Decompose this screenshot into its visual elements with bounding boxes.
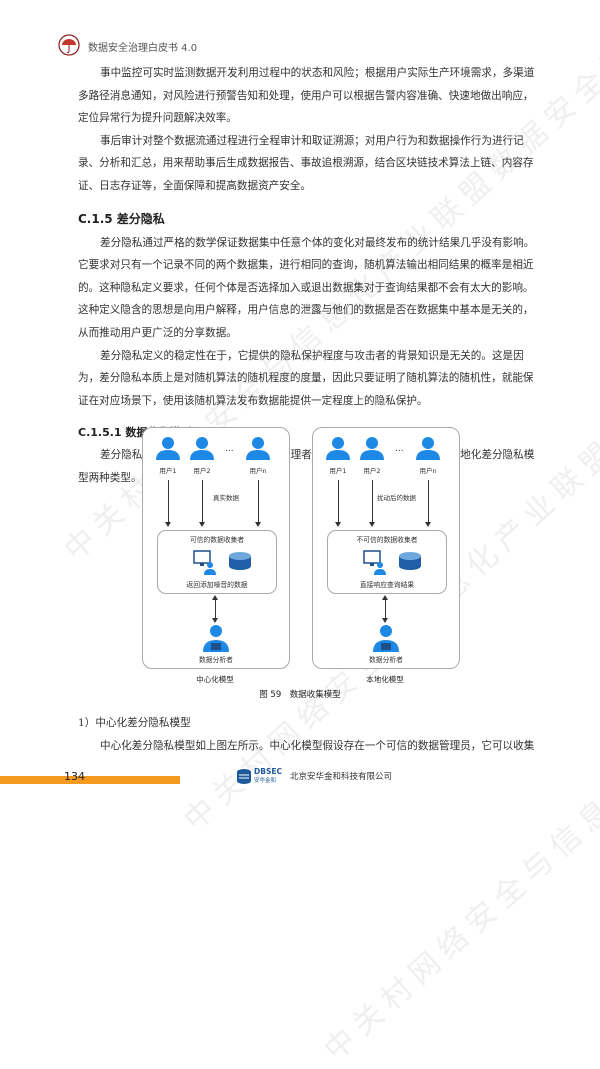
user-node: 用户1 — [323, 436, 353, 475]
local-model-panel: 用户1 用户2 ... 用户n 扰动后的数据 不可信的数据收集者 — [312, 427, 460, 669]
data-collection-model-figure: 用户1 用户2 ... 用户n 真实数据 可信的数据收集者 — [140, 427, 464, 685]
collector-title: 可信的数据收集者 — [189, 536, 245, 544]
analyst-label: 数据分析者 — [199, 656, 233, 664]
collector-caption: 返回添加噪音的数据 — [186, 581, 248, 589]
computer-user-icon — [363, 550, 386, 575]
user-label: 用户2 — [363, 467, 381, 475]
flow-arrow — [255, 480, 261, 527]
flow-arrow — [369, 480, 375, 527]
user-node: 用户2 — [357, 436, 387, 475]
ellipsis: ... — [225, 444, 234, 454]
flow-arrow — [425, 480, 431, 527]
computer-user-icon — [193, 550, 216, 575]
figure-caption: 图 59 数据收集模型 — [259, 690, 341, 700]
bidirectional-arrow — [212, 595, 218, 623]
list-section: 1）中心化差分隐私模型 中心化差分隐私模型如上图左所示。中心化模型假设存在一个可… — [78, 712, 544, 757]
paragraph: 差分隐私定义的稳定性在于，它提供的隐私保护程度与攻击者的背景知识是无关的。这是因… — [78, 349, 534, 407]
user-node: 用户n — [243, 436, 273, 475]
paragraph: 事中监控可实时监测数据开发利用过程中的状态和风险；根据用户实际生产环境需求，多渠… — [78, 67, 535, 125]
centralized-model-panel: 用户1 用户2 ... 用户n 真实数据 可信的数据收集者 — [142, 427, 290, 669]
page-number: 134 — [64, 770, 85, 783]
ellipsis: ... — [395, 444, 404, 454]
collector-caption: 直接响应查询结果 — [359, 581, 415, 589]
analyst-label: 数据分析者 — [369, 656, 403, 664]
person-icon — [326, 437, 350, 460]
analyst-node — [201, 624, 231, 656]
person-icon — [156, 437, 180, 460]
collector-title: 不可信的数据收集者 — [356, 536, 418, 544]
dbsec-logo-icon — [237, 769, 251, 784]
user-label: 用户1 — [329, 467, 347, 475]
flow-label: 真实数据 — [213, 494, 239, 502]
person-icon — [416, 437, 440, 460]
bidirectional-arrow — [382, 595, 388, 623]
analyst-icon — [203, 625, 229, 652]
paragraph: 差分隐私通过严格的数学保证数据集中任意个体的变化对最终发布的统计结果几乎没有影响… — [78, 236, 535, 339]
paragraph: 中心化差分隐私模型如上图左所示。中心化模型假设存在一个可信的数据管理员，它可以收… — [100, 739, 535, 752]
analyst-icon — [373, 625, 399, 652]
user-node: 用户1 — [153, 436, 183, 475]
user-node: 用户n — [413, 436, 443, 475]
analyst-node — [371, 624, 401, 656]
person-icon — [360, 437, 384, 460]
flow-arrow — [335, 480, 341, 527]
flow-arrow — [199, 480, 205, 527]
footer-accent-bar — [0, 776, 180, 784]
user-label: 用户n — [249, 467, 267, 475]
person-icon — [190, 437, 214, 460]
footer-brand-sub: 安华金和 — [254, 778, 277, 784]
data-collector-box: 可信的数据收集者 返回添加噪音的数据 — [157, 530, 277, 594]
list-heading: 1）中心化差分隐私模型 — [78, 717, 191, 729]
data-collector-box: 不可信的数据收集者 直接响应查询结果 — [327, 530, 447, 594]
footer-company: 北京安华金和科技有限公司 — [290, 772, 393, 782]
paragraph: 事后审计对整个数据流通过程进行全程审计和取证溯源；对用户行为和数据操作行为进行记… — [78, 134, 534, 192]
model-label: 本地化模型 — [366, 675, 404, 684]
header-title: 数据安全治理白皮书 4.0 — [88, 43, 198, 54]
database-icon — [229, 552, 251, 570]
database-icon — [399, 552, 421, 570]
flow-arrow — [165, 480, 171, 527]
person-icon — [246, 437, 270, 460]
model-label: 中心化模型 — [196, 675, 234, 684]
footer-brand: DBSEC — [254, 767, 282, 776]
user-label: 用户n — [419, 467, 437, 475]
page-header: 数据安全治理白皮书 4.0 — [0, 0, 600, 60]
user-node: 用户2 — [187, 436, 217, 475]
umbrella-logo-icon — [58, 34, 80, 56]
main-content: 事中监控可实时监测数据开发利用过程中的状态和风险；根据用户实际生产环境需求，多渠… — [78, 62, 544, 490]
section-heading: C.1.5 差分隐私 — [78, 211, 165, 226]
user-label: 用户2 — [193, 467, 211, 475]
user-label: 用户1 — [159, 467, 177, 475]
flow-label: 扰动后的数据 — [377, 494, 416, 502]
